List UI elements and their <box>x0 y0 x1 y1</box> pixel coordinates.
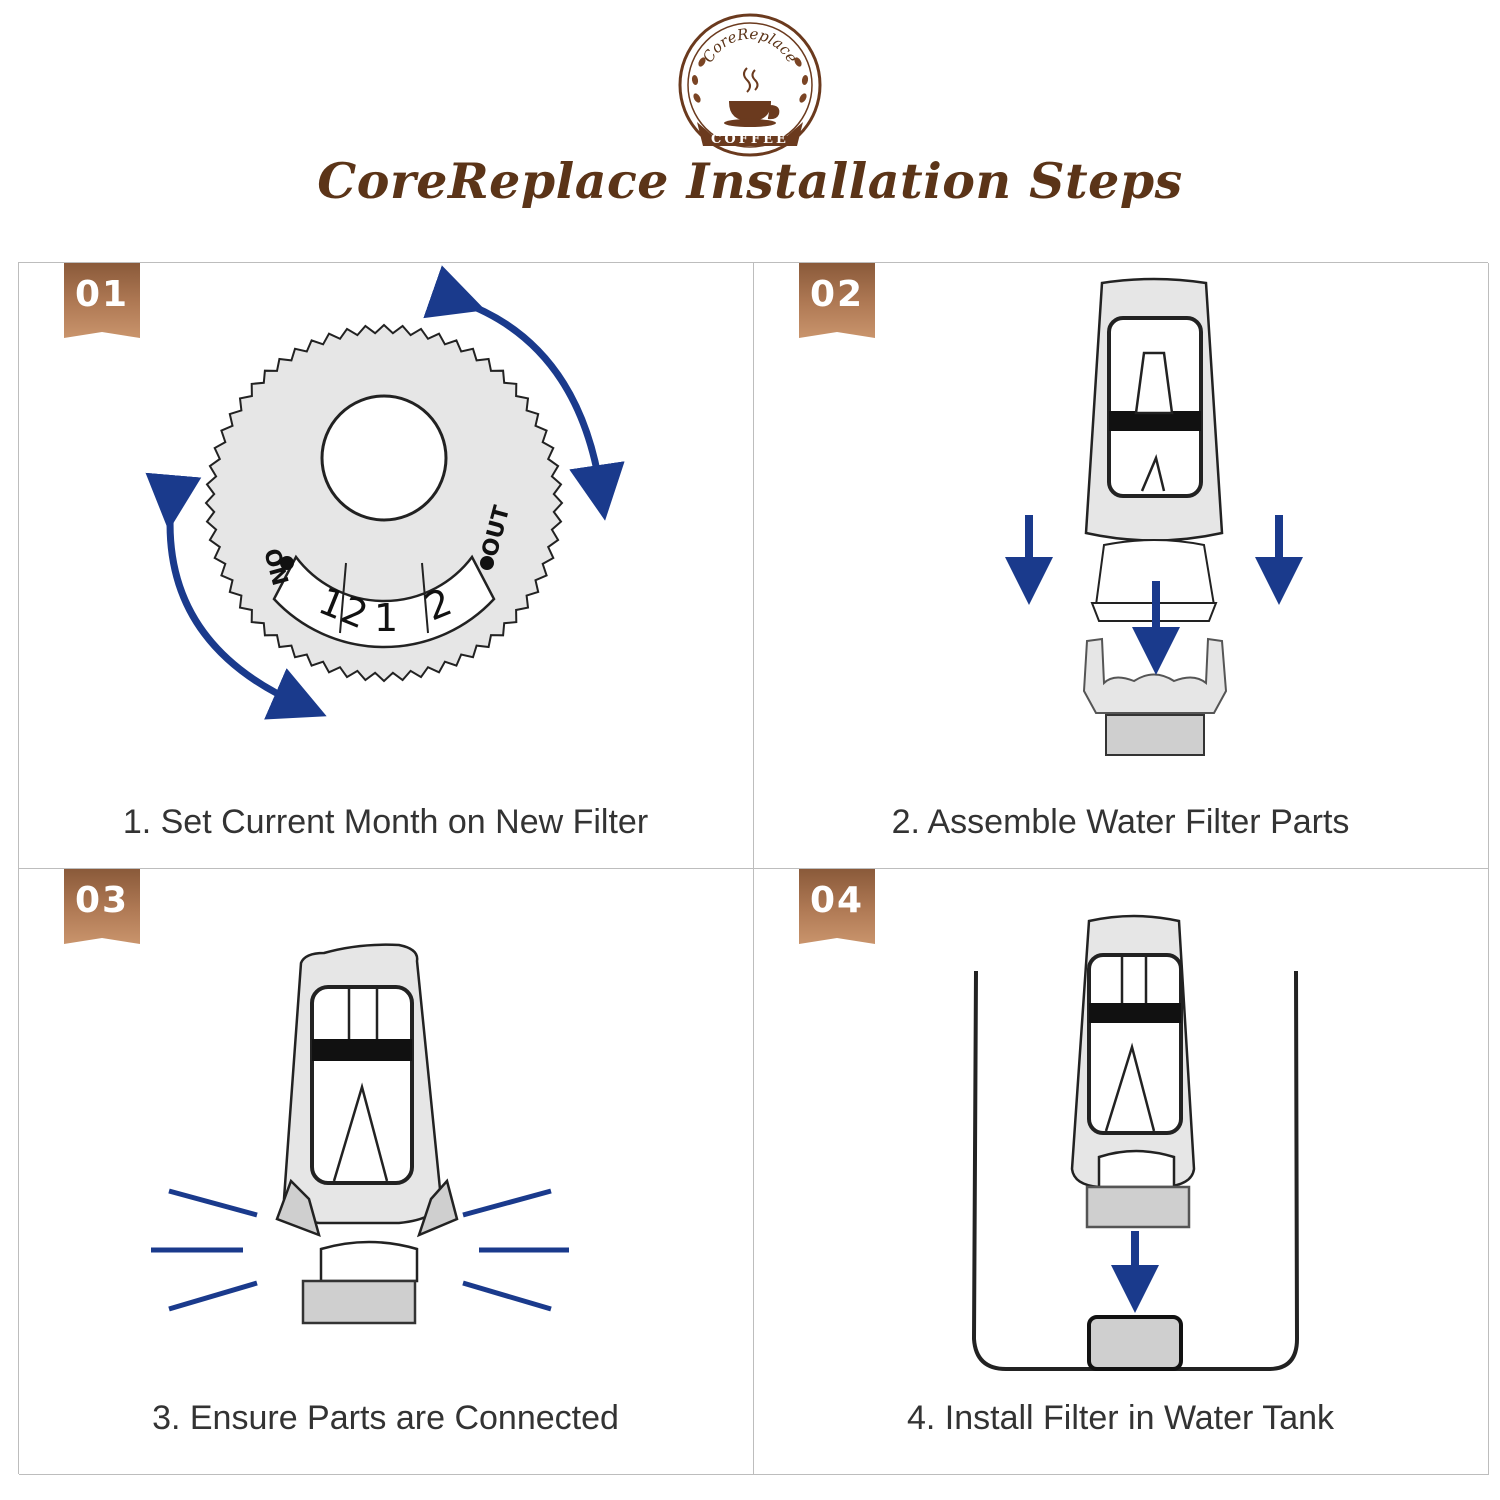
steps-grid: ON OUT 12 1 2 01 1. Set Current Month on… <box>18 262 1489 1475</box>
step-panel-2: 02 2. Assemble Water Filter Parts <box>754 263 1489 869</box>
vibration-lines-left <box>151 1188 258 1312</box>
connected-illustration <box>151 943 569 1325</box>
assembled-filter <box>275 943 459 1325</box>
page-title: CoreReplace Installation Steps <box>317 152 1183 210</box>
coreplace-coffee-logo: COFFEE CoreReplace <box>678 13 822 157</box>
filter-cartridge-bottom <box>1082 637 1228 756</box>
assemble-illustration <box>1005 277 1303 756</box>
filter-in-tank <box>1070 914 1196 1229</box>
step-caption: 1. Set Current Month on New Filter <box>122 803 649 841</box>
install-tank-illustration <box>971 914 1300 1371</box>
tank-filter-socket <box>1087 1315 1183 1371</box>
step-number-badge: 01 <box>64 263 140 338</box>
step-caption: 2. Assemble Water Filter Parts <box>891 803 1350 841</box>
step-caption: 4. Install Filter in Water Tank <box>906 1399 1335 1437</box>
logo-bottom-text: COFFEE <box>711 132 789 147</box>
logo-steam <box>743 67 759 93</box>
dial-month-1: 1 <box>374 596 398 640</box>
rotate-arrow-top-right <box>423 265 625 521</box>
month-dial: ON OUT 12 1 2 <box>204 323 564 683</box>
rotate-arrow-bottom-left <box>145 472 327 720</box>
month-dial-illustration: ON OUT 12 1 2 <box>145 265 625 720</box>
step-panel-4: 04 4. Install Filter in Water Tank <box>754 869 1489 1475</box>
step-caption: 3. Ensure Parts are Connected <box>152 1399 619 1437</box>
step-number-badge: 02 <box>799 263 875 338</box>
step-number-badge: 03 <box>64 869 140 944</box>
filter-cartridge-top <box>1084 277 1224 542</box>
step-panel-1: ON OUT 12 1 2 01 1. Set Current Month on… <box>19 263 754 869</box>
vibration-lines-right <box>462 1188 569 1312</box>
step-panel-3: 03 3. Ensure Parts are Connected <box>19 869 754 1475</box>
step-number-badge: 04 <box>799 869 875 944</box>
